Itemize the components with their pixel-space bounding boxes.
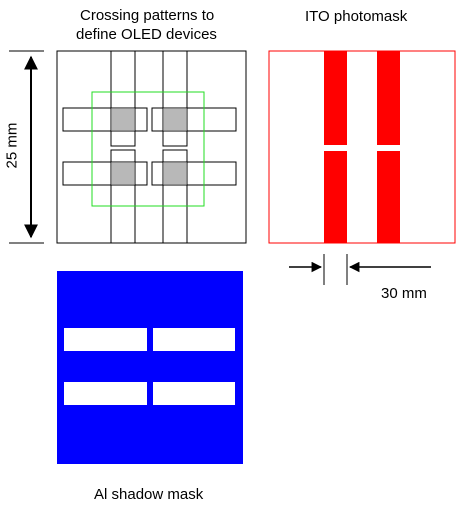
crossing-panel-frame — [56, 50, 247, 244]
al-opening-bottom-left — [64, 382, 147, 405]
ito-outline-left-top — [110, 50, 136, 147]
al-outline-bottom-left — [62, 161, 148, 186]
ito-panel-frame — [268, 50, 456, 244]
ito-stripe-outlines — [110, 50, 188, 244]
ito-stripe-left-bottom — [324, 151, 347, 243]
crossing-pattern-panel — [56, 50, 247, 244]
dim-30mm-label: 30 mm — [381, 285, 427, 302]
al-mask-body — [57, 271, 243, 464]
al-outline-top-right — [151, 107, 237, 132]
device-overlap — [110, 107, 136, 132]
al-title: Al shadow mask — [94, 486, 204, 503]
ito-title: ITO photomask — [305, 8, 408, 25]
ito-photomask-panel — [268, 50, 456, 244]
substrate-outline — [91, 91, 205, 207]
ito-outline-right-bottom — [162, 149, 188, 244]
device-overlaps — [110, 107, 188, 186]
al-shadow-mask-panel — [57, 271, 243, 464]
al-opening-top-right — [153, 328, 235, 351]
ito-stripe-right-bottom — [377, 151, 400, 243]
ito-stripe-right-top — [377, 51, 400, 145]
dim-25mm-label: 25 mm — [3, 122, 21, 169]
al-mask-openings — [64, 328, 235, 405]
crossing-title-line2: define OLED devices — [76, 26, 217, 43]
crossing-title-line1: Crossing patterns to — [80, 7, 215, 24]
device-overlap — [162, 161, 188, 186]
ito-outline-left-bottom — [110, 149, 136, 244]
al-opening-bottom-right — [153, 382, 235, 405]
dimension-25mm — [9, 50, 44, 244]
al-stripe-outlines — [62, 107, 237, 186]
ito-stripes — [324, 51, 400, 243]
al-outline-bottom-right — [151, 161, 237, 186]
al-opening-top-left — [64, 328, 147, 351]
al-outline-top-left — [62, 107, 148, 132]
device-overlap — [110, 161, 136, 186]
device-overlap — [162, 107, 188, 132]
dimension-30mm — [289, 254, 431, 285]
ito-outline-right-top — [162, 50, 188, 147]
ito-stripe-left-top — [324, 51, 347, 145]
